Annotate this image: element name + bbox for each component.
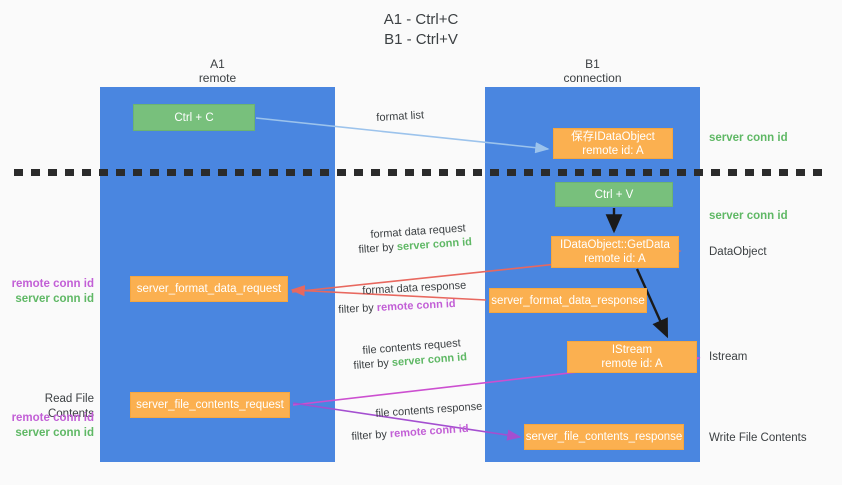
section-divider — [14, 169, 828, 176]
label-right-dataobject: DataObject — [709, 246, 767, 258]
column-header-b1: B1 connection — [563, 57, 622, 85]
label-left-conn-ids-bottom: remote conn id server conn id — [8, 411, 94, 440]
label-left-read-file-contents: Read File Contents — [44, 393, 94, 420]
label-left-server-conn-id-2: server conn id — [15, 426, 94, 439]
node-server-file-contents-request[interactable]: server_file_contents_request — [130, 392, 290, 418]
label-left-conn-ids-top: remote conn id server conn id — [8, 277, 94, 306]
filter-value-remote-conn-id: remote conn id — [376, 297, 456, 314]
edge-label-format-data-response: format data response — [362, 279, 467, 297]
node-server-file-contents-response[interactable]: server_file_contents_response — [524, 424, 684, 450]
edge-label-format-data-response-filter: filter by remote conn id — [338, 297, 456, 318]
node-idataobject-getdata[interactable]: IDataObject::GetData remote id: A — [551, 236, 679, 268]
page-title: A1 - Ctrl+C B1 - Ctrl+V — [383, 11, 459, 48]
column-header-a1: A1 remote — [198, 57, 237, 85]
label-right-write-file-contents: Write File Contents — [709, 432, 807, 444]
edge-label-file-contents-response: file contents response — [375, 400, 483, 420]
filter-value-remote-conn-id: remote conn id — [389, 422, 469, 441]
label-left-remote-conn-id-2: remote conn id — [11, 412, 94, 424]
node-istream[interactable]: IStream remote id: A — [567, 341, 697, 373]
node-server-format-data-request[interactable]: server_format_data_request — [130, 276, 288, 302]
label-right-server-conn-id-mid: server conn id — [709, 210, 788, 222]
label-right-server-conn-id-top: server conn id — [709, 132, 788, 144]
filter-value-server-conn-id: server conn id — [396, 236, 473, 254]
label-right-istream: Istream — [709, 351, 748, 363]
node-save-idataobject[interactable]: 保存IDataObject remote id: A — [553, 128, 673, 159]
filter-prefix: filter by — [358, 241, 398, 256]
label-left-server-conn-id-1: server conn id — [15, 292, 94, 305]
edge-label-file-contents-response-filter: filter by remote conn id — [351, 422, 469, 445]
node-ctrl-v[interactable]: Ctrl + V — [555, 182, 673, 207]
filter-prefix: filter by — [338, 301, 378, 316]
label-left-remote-conn-id-1: remote conn id — [11, 278, 94, 290]
node-ctrl-c[interactable]: Ctrl + C — [133, 104, 255, 131]
filter-prefix: filter by — [351, 428, 391, 443]
node-server-format-data-response[interactable]: server_format_data_response — [489, 288, 647, 313]
filter-prefix: filter by — [353, 356, 393, 372]
edge-label-format-list: format list — [376, 109, 425, 124]
